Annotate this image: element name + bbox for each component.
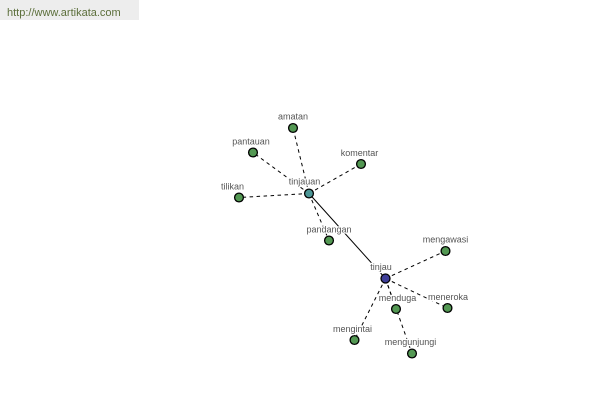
svg-text:amatan: amatan [278, 112, 308, 122]
svg-text:tilikan: tilikan [221, 182, 244, 192]
svg-text:http://www.artikata.com: http://www.artikata.com [7, 7, 121, 19]
svg-text:mengintai: mengintai [333, 324, 372, 334]
svg-text:tinjauan: tinjauan [289, 177, 321, 187]
svg-text:tinjau: tinjau [370, 262, 392, 272]
svg-text:pandangan: pandangan [306, 225, 351, 235]
svg-text:komentar: komentar [341, 148, 379, 158]
svg-text:mengawasi: mengawasi [423, 235, 469, 245]
svg-text:meneroka: meneroka [428, 292, 468, 302]
svg-text:menduga: menduga [379, 293, 417, 303]
svg-text:pantauan: pantauan [232, 137, 270, 147]
svg-text:mengunjungi: mengunjungi [385, 337, 437, 347]
